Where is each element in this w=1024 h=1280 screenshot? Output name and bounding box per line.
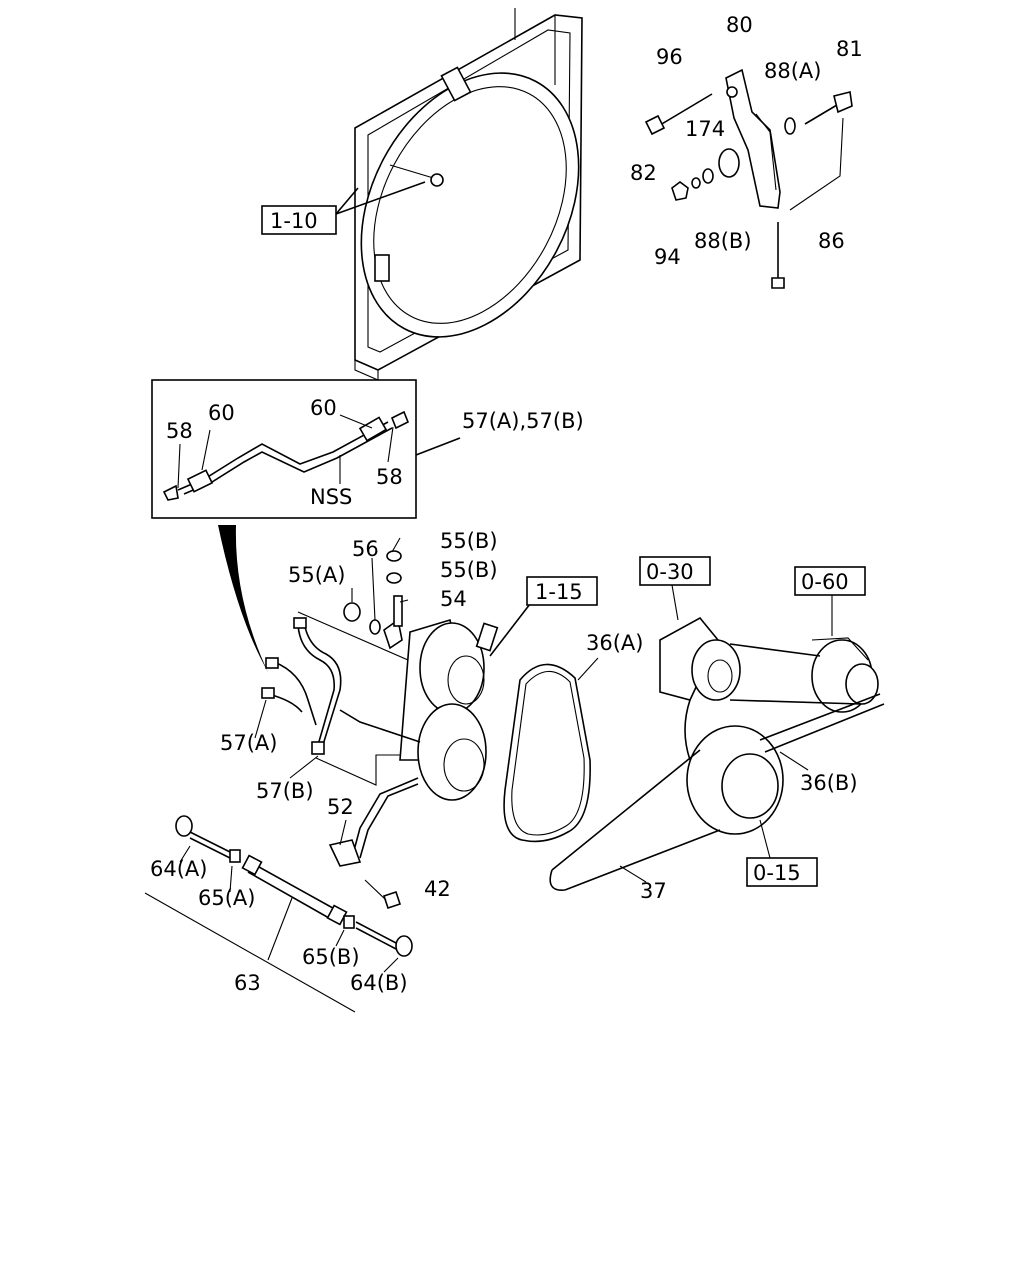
svg-text:0-30: 0-30 (646, 560, 694, 584)
svg-text:1-10: 1-10 (270, 209, 318, 233)
label-55b-mid: 55(B) (440, 558, 498, 582)
pipe-inset (151, 379, 461, 519)
label-36a: 36(A) (586, 631, 643, 655)
bracket-drawing (644, 68, 853, 289)
label-88b: 88(B) (694, 229, 752, 253)
rod-drawing (144, 815, 413, 1013)
svg-text:0-60: 0-60 (801, 570, 849, 594)
ref-box-1-10: 1-10 (261, 181, 426, 235)
ref-box-0-60: 0-60 (794, 566, 866, 636)
label-64b: 64(B) (350, 971, 408, 995)
label-65a: 65(A) (198, 886, 255, 910)
label-56: 56 (352, 537, 379, 561)
label-55b-top: 55(B) (440, 529, 498, 553)
label-80: 80 (726, 13, 753, 37)
ref-box-0-30: 0-30 (639, 556, 711, 621)
label-60-right: 60 (310, 396, 337, 420)
swoosh-arrow (218, 525, 268, 672)
label-52: 52 (327, 795, 354, 819)
label-54: 54 (440, 587, 467, 611)
label-65b: 65(B) (302, 945, 360, 969)
label-nss: NSS (310, 485, 352, 509)
tensioner-drawing (297, 537, 531, 910)
label-57ab: 57(A),57(B) (462, 409, 584, 433)
label-63: 63 (234, 971, 261, 995)
label-82: 82 (630, 161, 657, 185)
ref-box-0-15: 0-15 (746, 857, 818, 887)
ref-box-1-15: 1-15 (526, 576, 598, 606)
label-36b: 36(B) (800, 771, 858, 795)
label-57a: 57(A) (220, 731, 277, 755)
label-58-right: 58 (376, 465, 403, 489)
label-174: 174 (685, 117, 725, 141)
svg-text:0-15: 0-15 (753, 861, 801, 885)
label-88a: 88(A) (764, 59, 821, 83)
label-58-left: 58 (166, 419, 193, 443)
pipe-drawing (254, 617, 342, 779)
label-37: 37 (640, 879, 667, 903)
svg-text:1-15: 1-15 (535, 580, 583, 604)
label-96: 96 (656, 45, 683, 69)
label-94: 94 (654, 245, 681, 269)
label-86: 86 (818, 229, 845, 253)
fan-shroud-drawing (354, 8, 583, 381)
belt-36a (503, 657, 599, 843)
callout-labels: 80 96 88(A) 81 174 82 94 88(B) 86 60 58 … (150, 13, 863, 995)
label-55a: 55(A) (288, 563, 345, 587)
label-81: 81 (836, 37, 863, 61)
pump-pulley-drawing (549, 616, 885, 891)
label-60-left: 60 (208, 401, 235, 425)
label-64a: 64(A) (150, 857, 207, 881)
label-57b: 57(B) (256, 779, 314, 803)
label-42: 42 (424, 877, 451, 901)
